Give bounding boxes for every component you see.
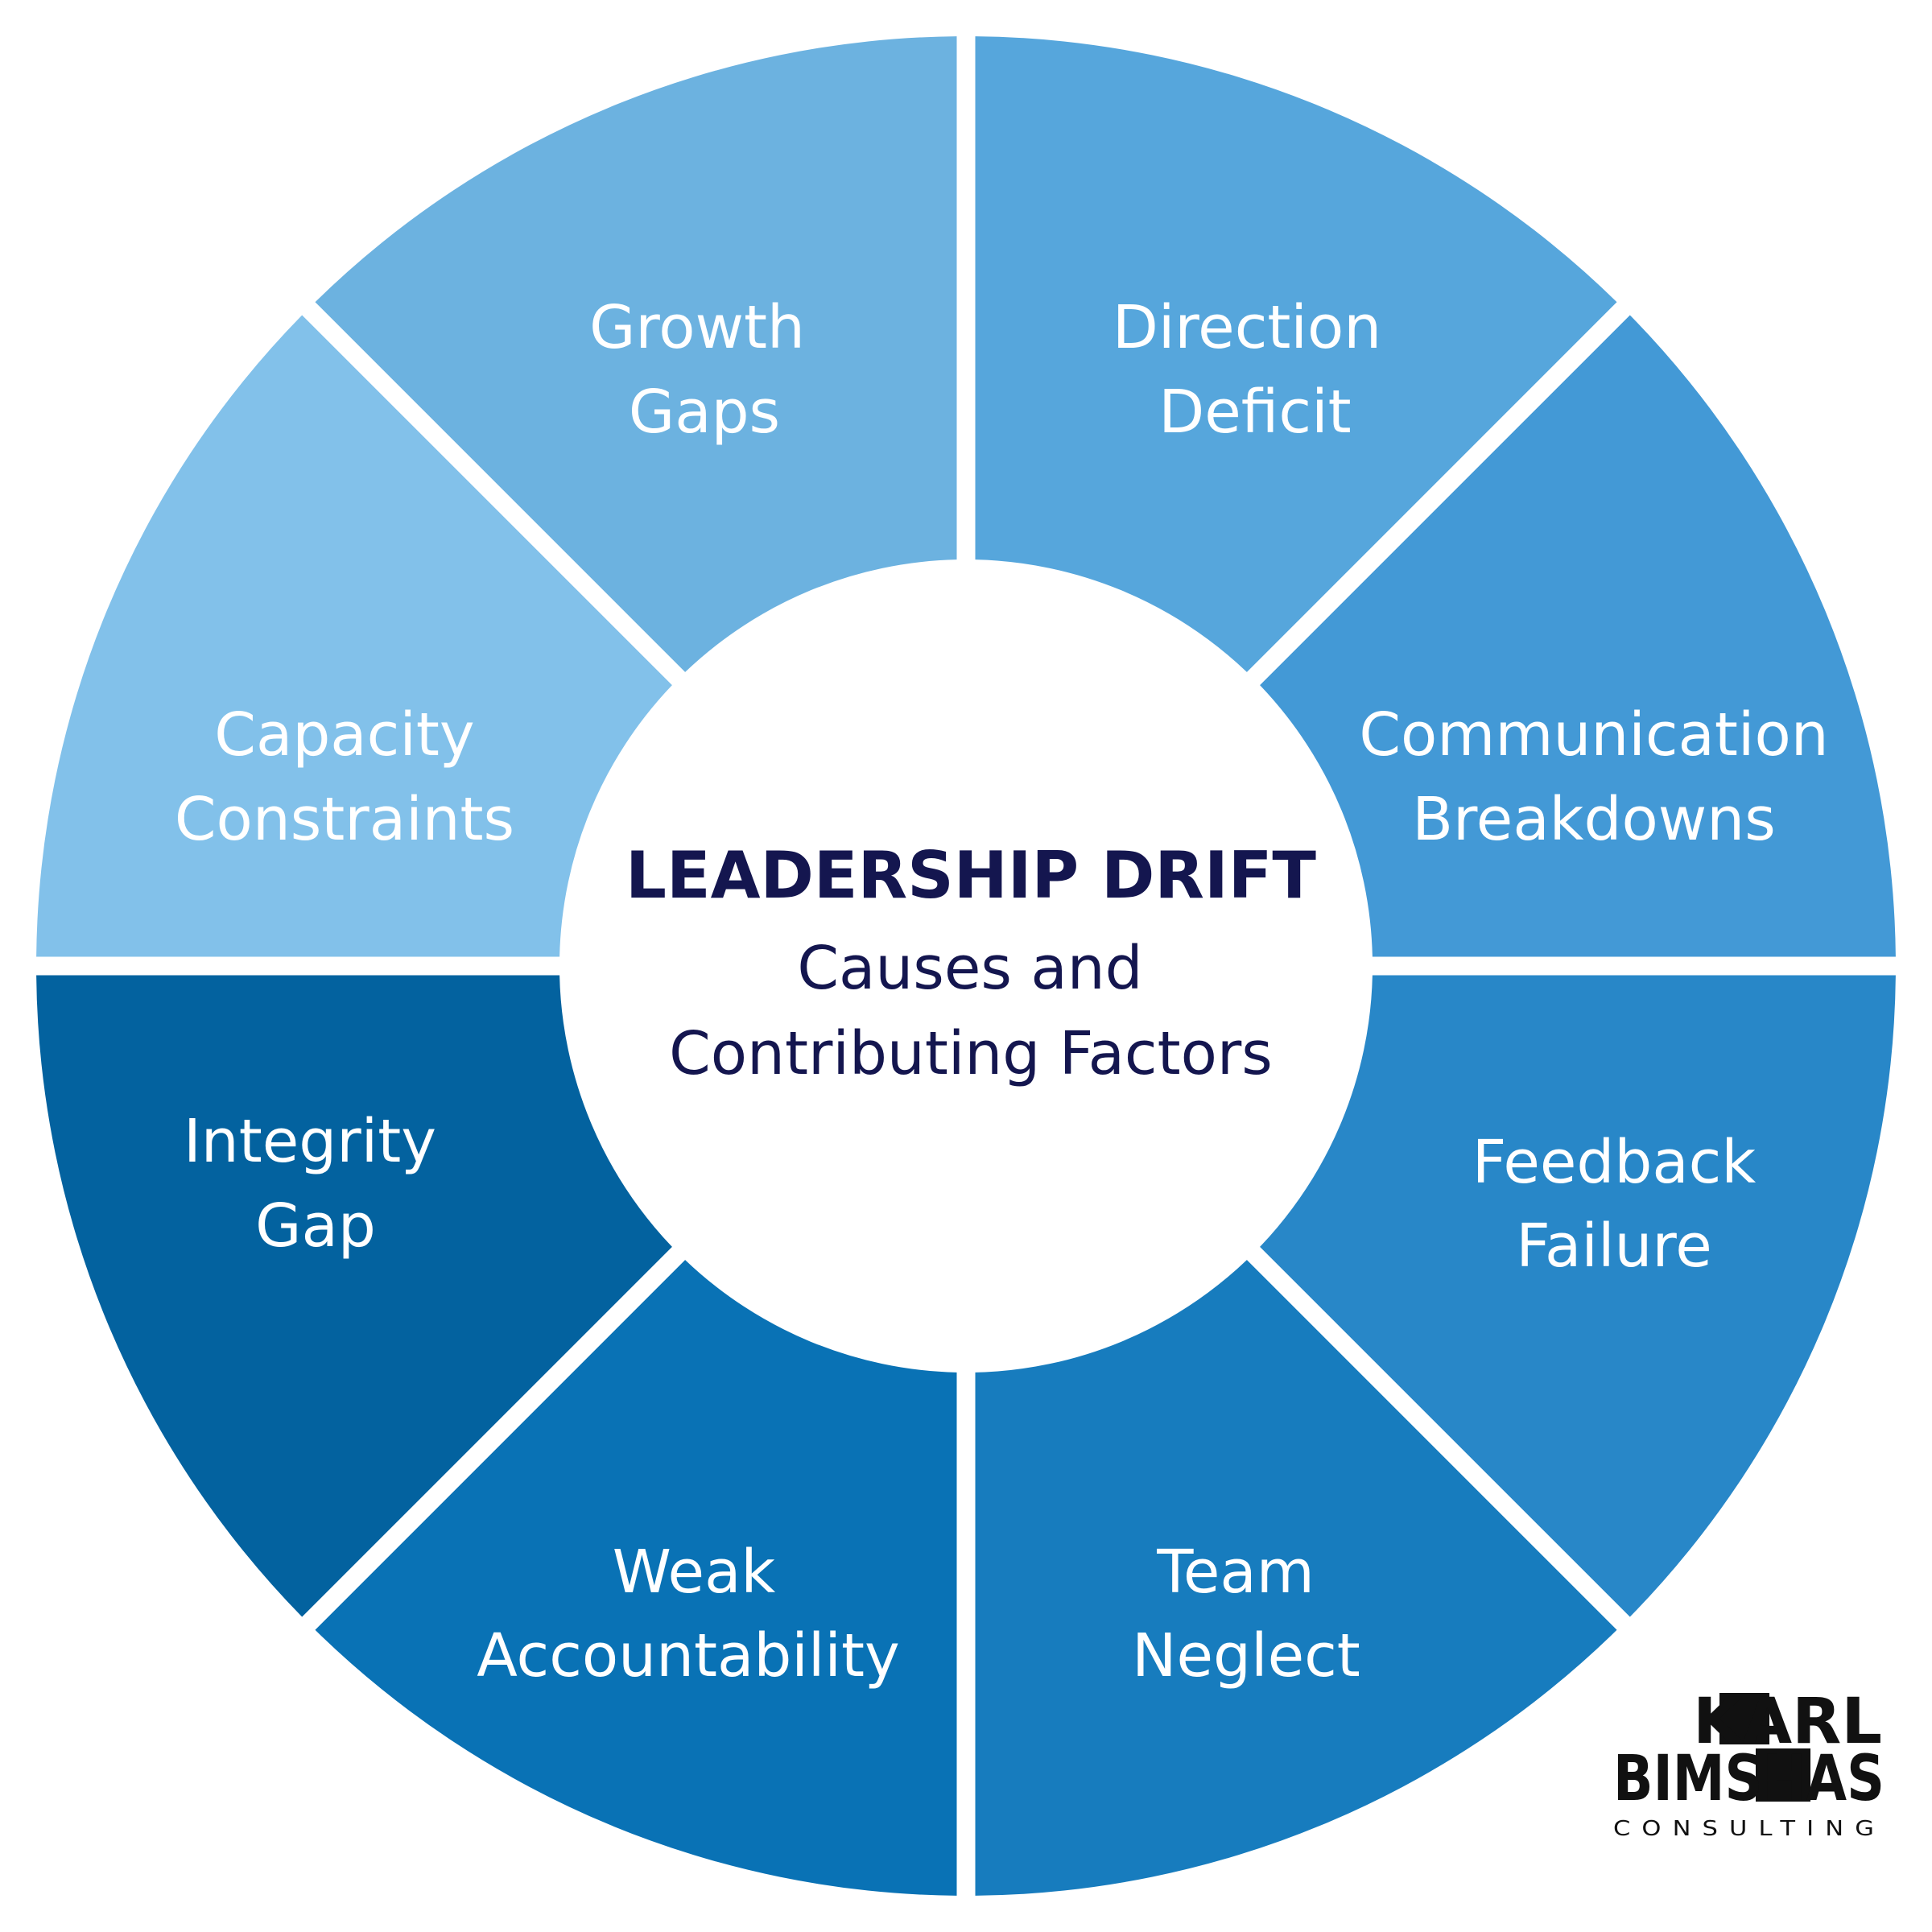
karl-bimshas-consulting-logo: KARL BIMSHAS CONSULTING	[1613, 1686, 1885, 1841]
logo-block-h	[1756, 1748, 1810, 1802]
segment-feedback-failure	[1260, 975, 1896, 1617]
center-subtitle-line2: Contributing Factors	[669, 1019, 1273, 1088]
segment-integrity-gap	[36, 975, 672, 1617]
segment-team-neglect	[975, 1260, 1617, 1896]
logo-block-a	[1719, 1693, 1769, 1744]
logo-line2: BIMSHAS	[1613, 1743, 1885, 1815]
center-title: LEADERSHIP DRIFT	[625, 838, 1316, 913]
segment-growth-gaps	[315, 36, 957, 672]
logo-line1: KARL	[1693, 1686, 1882, 1758]
segment-weak-accountability	[315, 1260, 957, 1896]
center-subtitle-line1: Causes and	[797, 934, 1142, 1003]
center-hub: LEADERSHIP DRIFT Causes and Contributing…	[625, 838, 1316, 1088]
wheel-segments	[36, 36, 1896, 1896]
segment-direction-deficit	[975, 36, 1617, 672]
logo-line3: CONSULTING	[1613, 1817, 1885, 1841]
segment-communication-breakdowns	[1260, 315, 1896, 957]
segment-capacity-constraints	[36, 315, 672, 957]
